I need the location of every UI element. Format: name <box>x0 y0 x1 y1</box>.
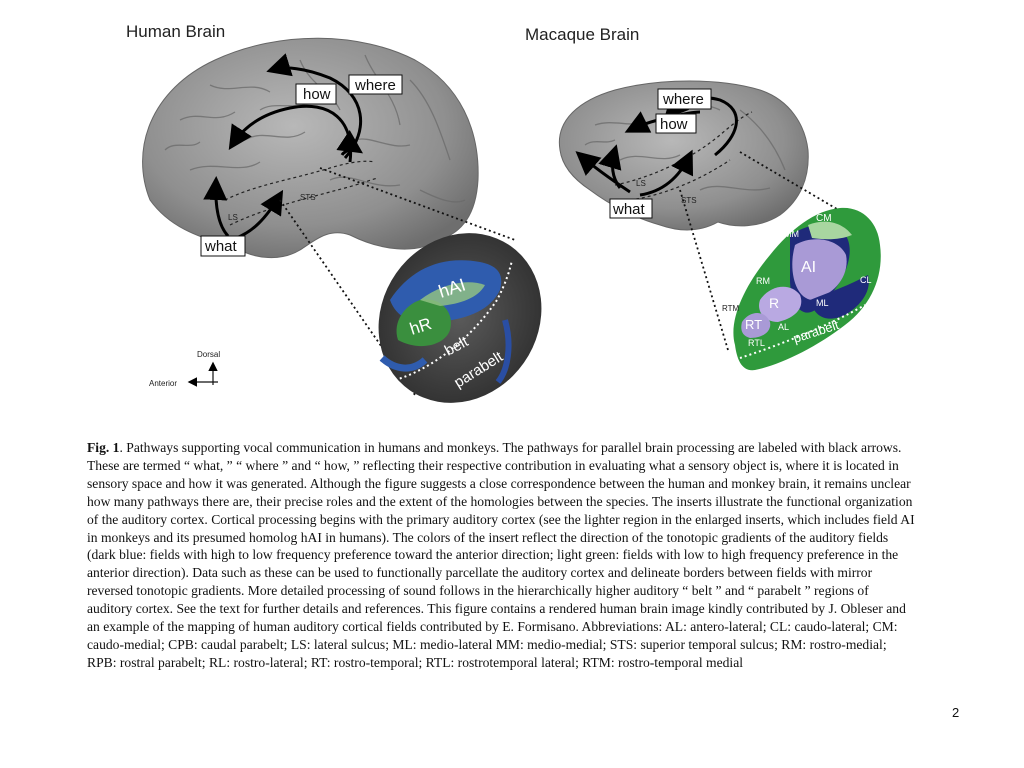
macaque-how-label: how <box>660 116 688 133</box>
macaque-auditory-cortex-insert: CM MM AI RM CL R RTM ML RT AL RTL parabe… <box>722 207 881 371</box>
macaque-cm-label: CM <box>816 213 832 224</box>
figure-illustration: Human Brain how where <box>126 22 881 403</box>
human-ls-label: LS <box>228 213 238 222</box>
page-number: 2 <box>952 705 960 720</box>
macaque-rt-label: RT <box>745 317 762 332</box>
macaque-rm-label: RM <box>756 276 770 286</box>
macaque-rtl-label: RTL <box>748 338 765 348</box>
dorsal-label: Dorsal <box>197 350 220 359</box>
anterior-label: Anterior <box>149 379 177 388</box>
macaque-what-label: what <box>612 201 646 218</box>
macaque-al-label: AL <box>778 322 789 332</box>
macaque-mm-label: MM <box>784 229 799 239</box>
human-how-label: how <box>303 86 331 103</box>
human-brain-title: Human Brain <box>126 22 225 41</box>
macaque-brain-illustration: where how what LS STS <box>558 80 809 231</box>
macaque-sts-label: STS <box>681 196 697 205</box>
figure-label: Fig. 1 <box>87 440 120 455</box>
macaque-rtm-label: RTM <box>722 304 740 313</box>
macaque-ai-label: AI <box>801 259 816 276</box>
macaque-ml-label: ML <box>816 298 829 308</box>
human-where-label: where <box>354 77 396 94</box>
human-sts-label: STS <box>300 193 316 202</box>
macaque-ls-label: LS <box>636 179 646 188</box>
caption-text: . Pathways supporting vocal communicatio… <box>87 440 915 670</box>
human-auditory-cortex-insert: hAI hR belt parabelt <box>378 233 542 403</box>
macaque-where-label: where <box>662 91 704 108</box>
human-brain-illustration: how where what LS STS <box>142 37 479 259</box>
orientation-indicator: Dorsal Anterior <box>149 350 220 388</box>
human-what-label: what <box>204 238 238 255</box>
macaque-r-label: R <box>769 295 779 311</box>
macaque-brain-title: Macaque Brain <box>525 25 639 44</box>
figure-caption: Fig. 1. Pathways supporting vocal commun… <box>87 439 917 672</box>
macaque-cl-label: CL <box>860 275 872 285</box>
